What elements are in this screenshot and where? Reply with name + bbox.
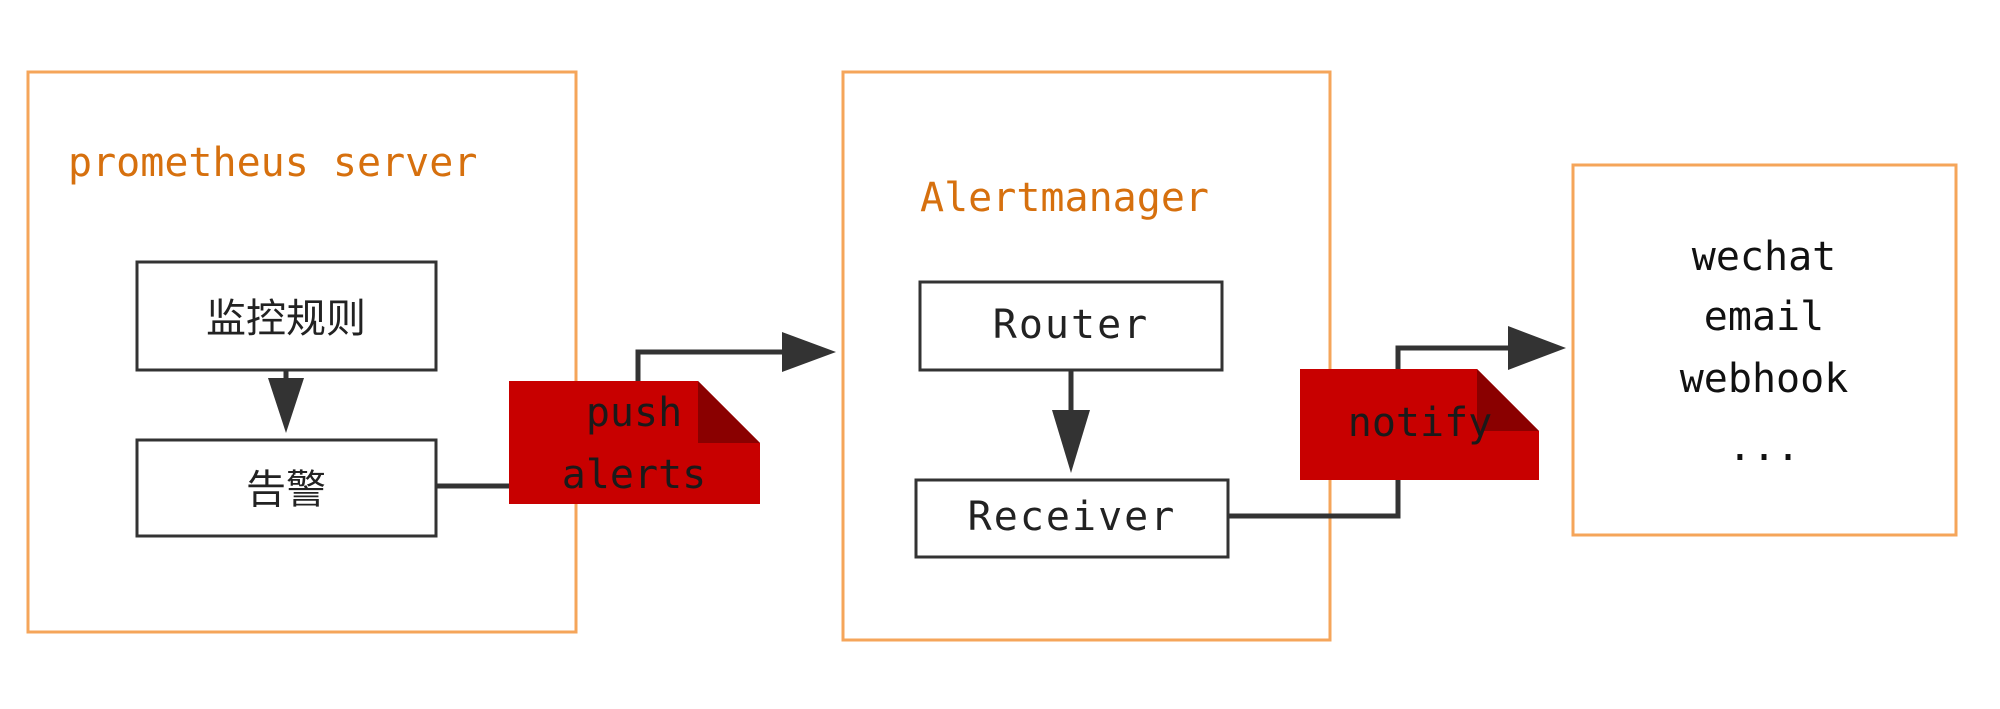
channel-webhook: webhook	[1680, 356, 1849, 402]
notify-note-fold	[1477, 369, 1539, 431]
channel-more: ...	[1728, 424, 1800, 470]
push-note-line-2: alerts	[562, 452, 707, 498]
receiver-node	[914, 478, 1230, 559]
receiver-label: Receiver	[968, 494, 1177, 540]
router-to-receiver-arrowhead	[1052, 410, 1090, 473]
push-arrowhead	[782, 332, 836, 372]
rules-to-alert-arrowhead	[268, 378, 304, 433]
push-note-fold	[698, 381, 760, 443]
alert-label: 告警	[246, 467, 326, 513]
monitoring-rules-node	[135, 260, 438, 372]
router-label: Router	[993, 302, 1150, 348]
channel-wechat: wechat	[1692, 234, 1837, 280]
channel-email: email	[1704, 294, 1824, 340]
notification-channels-group	[1571, 163, 1958, 537]
push-note-line-1: push	[586, 390, 682, 436]
push-alerts-note: push alerts	[509, 381, 760, 504]
router-node	[918, 280, 1224, 372]
prometheus-server-title: prometheus server	[68, 140, 477, 186]
push-note-body	[509, 381, 760, 504]
alertmanager-title: Alertmanager	[920, 175, 1209, 221]
notify-note: notify	[1300, 369, 1539, 480]
notify-note-label: notify	[1348, 400, 1493, 446]
monitoring-rules-label: 监控规则	[206, 296, 366, 342]
notify-arrowhead	[1508, 326, 1566, 370]
